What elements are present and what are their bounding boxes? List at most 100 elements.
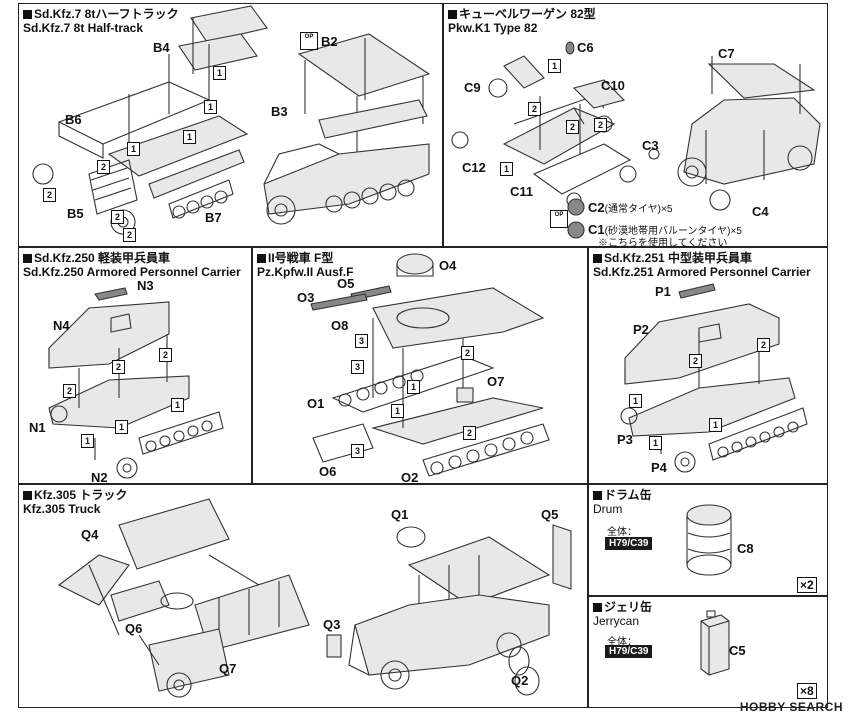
part-label-c9: C9 [464, 80, 481, 95]
step-marker: 2 [43, 188, 56, 202]
part-label-c3: C3 [642, 138, 659, 153]
square-bullet-icon [23, 10, 32, 19]
panel-sdkfz7: Sd.Kfz.7 8tハーフトラック Sd.Kfz.7 8t Half-trac… [18, 3, 443, 247]
part-label-q7: Q7 [219, 661, 237, 676]
part-label-b6: B6 [65, 112, 82, 127]
part-label-c10: C10 [601, 78, 625, 93]
square-bullet-icon [593, 603, 602, 612]
part-label-q3: Q3 [323, 617, 341, 632]
part-label-b3: B3 [271, 104, 288, 119]
jerrycan-title: ジェリ缶 Jerrycan [593, 600, 653, 628]
drum-overall-label: 全体： [607, 527, 637, 538]
pz2-title: II号戦車 F型 Pz.Kpfw.II Ausf.F [257, 251, 354, 279]
step-marker: 2 [463, 426, 476, 440]
drum-title: ドラム缶 Drum [593, 488, 652, 516]
step-marker: 1 [500, 162, 513, 176]
part-label-b7: B7 [205, 210, 222, 225]
step-marker: 1 [709, 418, 722, 432]
square-bullet-icon [593, 254, 602, 263]
step-marker: 2 [566, 120, 579, 134]
step-marker: 1 [171, 398, 184, 412]
part-label-o7: O7 [487, 374, 505, 389]
kubel-assembly-drawing [451, 41, 821, 239]
jerrycan-overall-label: 全体： [607, 637, 637, 648]
step-marker: 1 [127, 142, 140, 156]
step-marker: 2 [112, 360, 125, 374]
sdkfz250-title: Sd.Kfz.250 軽装甲兵員車 Sd.Kfz.250 Armored Per… [23, 251, 241, 279]
part-label-c7: C7 [718, 46, 735, 61]
step-marker: 2 [63, 384, 76, 398]
step-marker: 2 [111, 210, 124, 224]
step-marker: 1 [649, 436, 662, 450]
part-label-o5: O5 [337, 276, 355, 291]
sdkfz251-title: Sd.Kfz.251 中型装甲兵員車 Sd.Kfz.251 Armored Pe… [593, 251, 811, 279]
step-marker: 1 [629, 394, 642, 408]
kfz305-assembly-drawing [57, 498, 572, 698]
panel-jerrycan: ジェリ缶 Jerrycan 全体： H79/C39 C5 ×8 [588, 596, 828, 708]
part-label-c1: C1 [588, 222, 605, 237]
square-bullet-icon [593, 491, 602, 500]
step-marker: 1 [407, 380, 420, 394]
step-marker: 3 [351, 360, 364, 374]
panel-sdkfz250: Sd.Kfz.250 軽装甲兵員車 Sd.Kfz.250 Armored Per… [18, 247, 252, 484]
step-marker: 2 [461, 346, 474, 360]
sdkfz7-title: Sd.Kfz.7 8tハーフトラック Sd.Kfz.7 8t Half-trac… [23, 7, 179, 35]
part-label-b4: B4 [153, 40, 170, 55]
step-marker: 2 [123, 228, 136, 242]
part-label-c5: C5 [729, 643, 746, 658]
c2-note: C2(通常タイヤ)×5 [588, 200, 673, 215]
square-bullet-icon [257, 254, 266, 263]
step-marker: 3 [355, 334, 368, 348]
kubel-title: キューベルワーゲン 82型 Pkw.K1 Type 82 [448, 7, 596, 35]
part-label-n2: N2 [91, 470, 108, 484]
part-label-c12: C12 [462, 160, 486, 175]
jerrycan-quantity: ×8 [797, 683, 817, 699]
step-marker: 2 [159, 348, 172, 362]
part-label-o2: O2 [401, 470, 419, 484]
part-label-p4: P4 [651, 460, 667, 475]
square-bullet-icon [23, 491, 32, 500]
drum-drawing [686, 504, 732, 576]
sdkfz7-assembly-drawing [32, 5, 431, 235]
panel-drum: ドラム缶 Drum 全体： H79/C39 C8 ×2 [588, 484, 828, 596]
part-label-o6: O6 [319, 464, 337, 479]
part-label-c11: C11 [510, 184, 534, 199]
part-label-o1: O1 [307, 396, 325, 411]
step-marker: 2 [97, 160, 110, 174]
part-label-b2: B2 [321, 34, 338, 49]
optional-part-icon: OP [300, 32, 318, 50]
part-label-n4: N4 [53, 318, 70, 333]
panel-kubelwagen: キューベルワーゲン 82型 Pkw.K1 Type 82 C6 [443, 3, 828, 247]
panel-sdkfz251: Sd.Kfz.251 中型装甲兵員車 Sd.Kfz.251 Armored Pe… [588, 247, 828, 484]
square-bullet-icon [23, 254, 32, 263]
part-label-p2: P2 [633, 322, 649, 337]
part-label-c8: C8 [737, 541, 754, 556]
part-label-n1: N1 [29, 420, 46, 435]
part-label-p3: P3 [617, 432, 633, 447]
part-label-b5: B5 [67, 206, 84, 221]
step-marker: 1 [548, 59, 561, 73]
panel-pz2: II号戦車 F型 Pz.Kpfw.II Ausf.F O5 O4 O3 O8 O… [252, 247, 588, 484]
sdkfz250-assembly-drawing [48, 287, 224, 479]
part-label-q1: Q1 [391, 507, 409, 522]
drum-quantity: ×2 [797, 577, 817, 593]
drum-paint-code: H79/C39 [605, 537, 653, 550]
step-marker: 1 [183, 130, 196, 144]
optional-part-icon: OP [550, 210, 568, 228]
part-label-o8: O8 [331, 318, 349, 333]
step-marker: 2 [528, 102, 541, 116]
step-marker: 2 [689, 354, 702, 368]
part-label-o3: O3 [297, 290, 315, 305]
part-label-p1: P1 [655, 284, 671, 299]
step-marker: 1 [213, 66, 226, 80]
kfz305-title: Kfz.305 トラック Kfz.305 Truck [23, 488, 128, 516]
step-marker: 1 [81, 434, 94, 448]
part-label-q2: Q2 [511, 673, 529, 688]
step-marker: 1 [204, 100, 217, 114]
part-label-c4: C4 [752, 204, 769, 219]
part-label-n3: N3 [137, 278, 154, 293]
pz2-assembly-drawing [310, 253, 550, 477]
step-marker: 3 [351, 444, 364, 458]
part-label-o4: O4 [439, 258, 457, 273]
